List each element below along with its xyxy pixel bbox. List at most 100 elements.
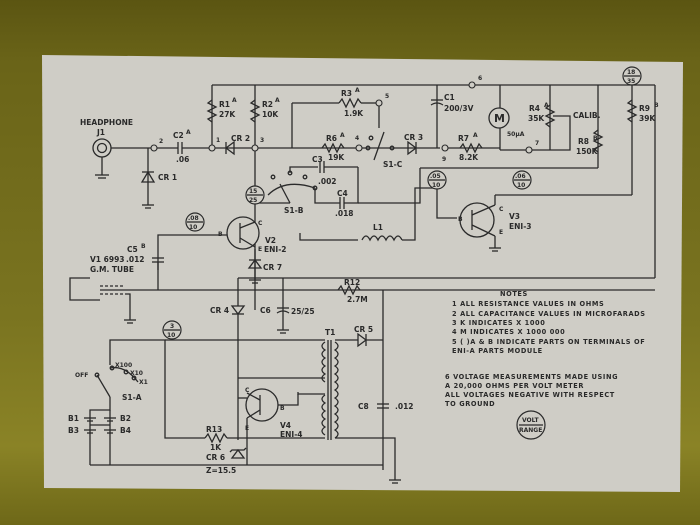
note-item: 6 VOLTAGE MEASUREMENTS MADE USING xyxy=(445,373,618,381)
c4-value: .018 xyxy=(335,209,354,218)
svg-text:CR 6: CR 6 xyxy=(206,453,225,462)
c5-value: .012 xyxy=(126,255,145,264)
resistor-r1 xyxy=(206,99,218,123)
svg-text:R8: R8 xyxy=(578,137,589,146)
svg-text:X1: X1 xyxy=(139,379,148,386)
capacitor-c1: C1 200/3V xyxy=(430,93,474,113)
svg-text:L1: L1 xyxy=(373,223,383,232)
svg-text:C1: C1 xyxy=(444,93,455,102)
terminal-1 xyxy=(208,144,216,152)
inductor-l1: L1 xyxy=(361,223,403,242)
svg-text:E: E xyxy=(258,246,262,253)
c1-value: 200/3V xyxy=(444,104,474,113)
svg-text:35: 35 xyxy=(627,78,635,85)
note-item: A 20,000 OHMS PER VOLT METER xyxy=(445,382,584,390)
gm-tube-v1: V1 6993 G.M. TUBE xyxy=(69,255,136,324)
svg-text:VOLT: VOLT xyxy=(522,417,539,424)
terminal-5 xyxy=(375,99,383,107)
svg-text:A: A xyxy=(275,97,280,104)
svg-text:R6: R6 xyxy=(326,134,337,143)
svg-text:R4: R4 xyxy=(529,104,540,113)
svg-text:CR 5: CR 5 xyxy=(354,325,373,334)
svg-text:R1: R1 xyxy=(219,100,230,109)
svg-text:OFF: OFF xyxy=(75,372,88,379)
svg-text:A: A xyxy=(544,102,549,109)
svg-text:RANGE: RANGE xyxy=(519,427,542,434)
terminal-4 xyxy=(355,144,363,152)
note-item: 1 ALL RESISTANCE VALUES IN OHMS xyxy=(452,300,604,308)
svg-text:7: 7 xyxy=(535,140,539,147)
voltage-badge: .08 10 xyxy=(185,212,205,232)
svg-text:B: B xyxy=(654,102,659,109)
r8-value: 150K xyxy=(576,147,599,156)
terminal-2-label: 2 xyxy=(159,138,163,145)
diode-cr1: CR 1 xyxy=(140,148,177,209)
resistor-r9 xyxy=(626,99,638,123)
svg-text:C4: C4 xyxy=(337,189,348,198)
svg-text:C8: C8 xyxy=(358,402,369,411)
s1a-label: S1-A xyxy=(122,393,142,402)
svg-text:B2: B2 xyxy=(120,414,131,423)
note-item: ENI-A PARTS MODULE xyxy=(452,347,543,355)
svg-text:.08: .08 xyxy=(188,215,199,222)
svg-text:.06: .06 xyxy=(515,173,526,180)
v4-part: ENI-4 xyxy=(280,430,303,439)
svg-text:C: C xyxy=(258,220,263,227)
svg-text:C5: C5 xyxy=(127,245,138,254)
svg-text:6: 6 xyxy=(478,75,482,82)
note-item: 3 K INDICATES X 1000 xyxy=(452,319,545,327)
r9-value: 39K xyxy=(639,114,656,123)
svg-text:C: C xyxy=(499,206,504,213)
r12-value: 2.7M xyxy=(347,295,368,304)
voltage-badge: .05 10 xyxy=(427,170,447,190)
j1-label: HEADPHONE xyxy=(80,118,133,127)
svg-text:M: M xyxy=(494,112,505,125)
svg-text:9: 9 xyxy=(442,156,446,163)
c6-value: 25/25 xyxy=(291,307,315,316)
headphone-jack-j1: HEADPHONE J1 xyxy=(80,118,133,179)
resistor-r8 xyxy=(592,129,604,153)
svg-text:CR 3: CR 3 xyxy=(404,133,423,142)
meter-m: M 50μA xyxy=(488,107,525,138)
svg-text:E: E xyxy=(499,229,503,236)
battery-pack: B1 B2 B3 B4 xyxy=(68,397,131,465)
terminal-2 xyxy=(150,144,158,152)
svg-text:V1 6993: V1 6993 xyxy=(90,255,125,264)
svg-text:A: A xyxy=(355,87,360,94)
svg-text:15: 15 xyxy=(249,188,257,195)
cr6-value: Z=15.5 xyxy=(206,466,236,475)
switch-s1b: S1-B xyxy=(267,170,318,215)
svg-text:CR 4: CR 4 xyxy=(210,306,229,315)
svg-text:A: A xyxy=(186,129,191,136)
note-item: ALL VOLTAGES NEGATIVE WITH RESPECT xyxy=(445,391,615,399)
svg-text:B1: B1 xyxy=(68,414,79,423)
svg-text:R12: R12 xyxy=(344,278,360,287)
note-item: 5 ( )A & B INDICATE PARTS ON TERMINALS O… xyxy=(452,338,645,346)
svg-text:V2: V2 xyxy=(265,236,276,245)
transistor-v3: C B E V3 ENI-3 xyxy=(458,202,532,238)
calib-label: CALIB. xyxy=(573,111,601,120)
svg-text:X100: X100 xyxy=(115,362,132,369)
resistor-r12 xyxy=(337,284,361,296)
zener-cr6: CR 6 Z=15.5 xyxy=(206,447,247,475)
switch-s1c: S1-C xyxy=(365,131,403,169)
voltage-badge: 3 10 xyxy=(162,320,182,340)
svg-text:C6: C6 xyxy=(260,306,271,315)
svg-text:1: 1 xyxy=(216,137,220,144)
svg-text:B: B xyxy=(593,135,598,142)
svg-text:S1-C: S1-C xyxy=(383,160,403,169)
svg-text:V4: V4 xyxy=(280,421,291,430)
svg-text:CR 7: CR 7 xyxy=(263,263,282,272)
svg-text:.05: .05 xyxy=(430,173,441,180)
r6-value: 19K xyxy=(328,153,345,162)
svg-text:B4: B4 xyxy=(120,426,131,435)
svg-text:18: 18 xyxy=(627,69,635,76)
svg-text:R7: R7 xyxy=(458,134,469,143)
svg-text:A: A xyxy=(473,132,478,139)
svg-text:A: A xyxy=(232,97,237,104)
r3-value: 1.9K xyxy=(344,109,364,118)
transistor-v4: C B E V4 ENI-4 xyxy=(245,387,303,439)
meter-rating: 50μA xyxy=(507,131,525,138)
note-item: 4 M INDICATES X 1000 000 xyxy=(452,328,565,336)
voltage-badge: 15 25 xyxy=(245,185,265,205)
